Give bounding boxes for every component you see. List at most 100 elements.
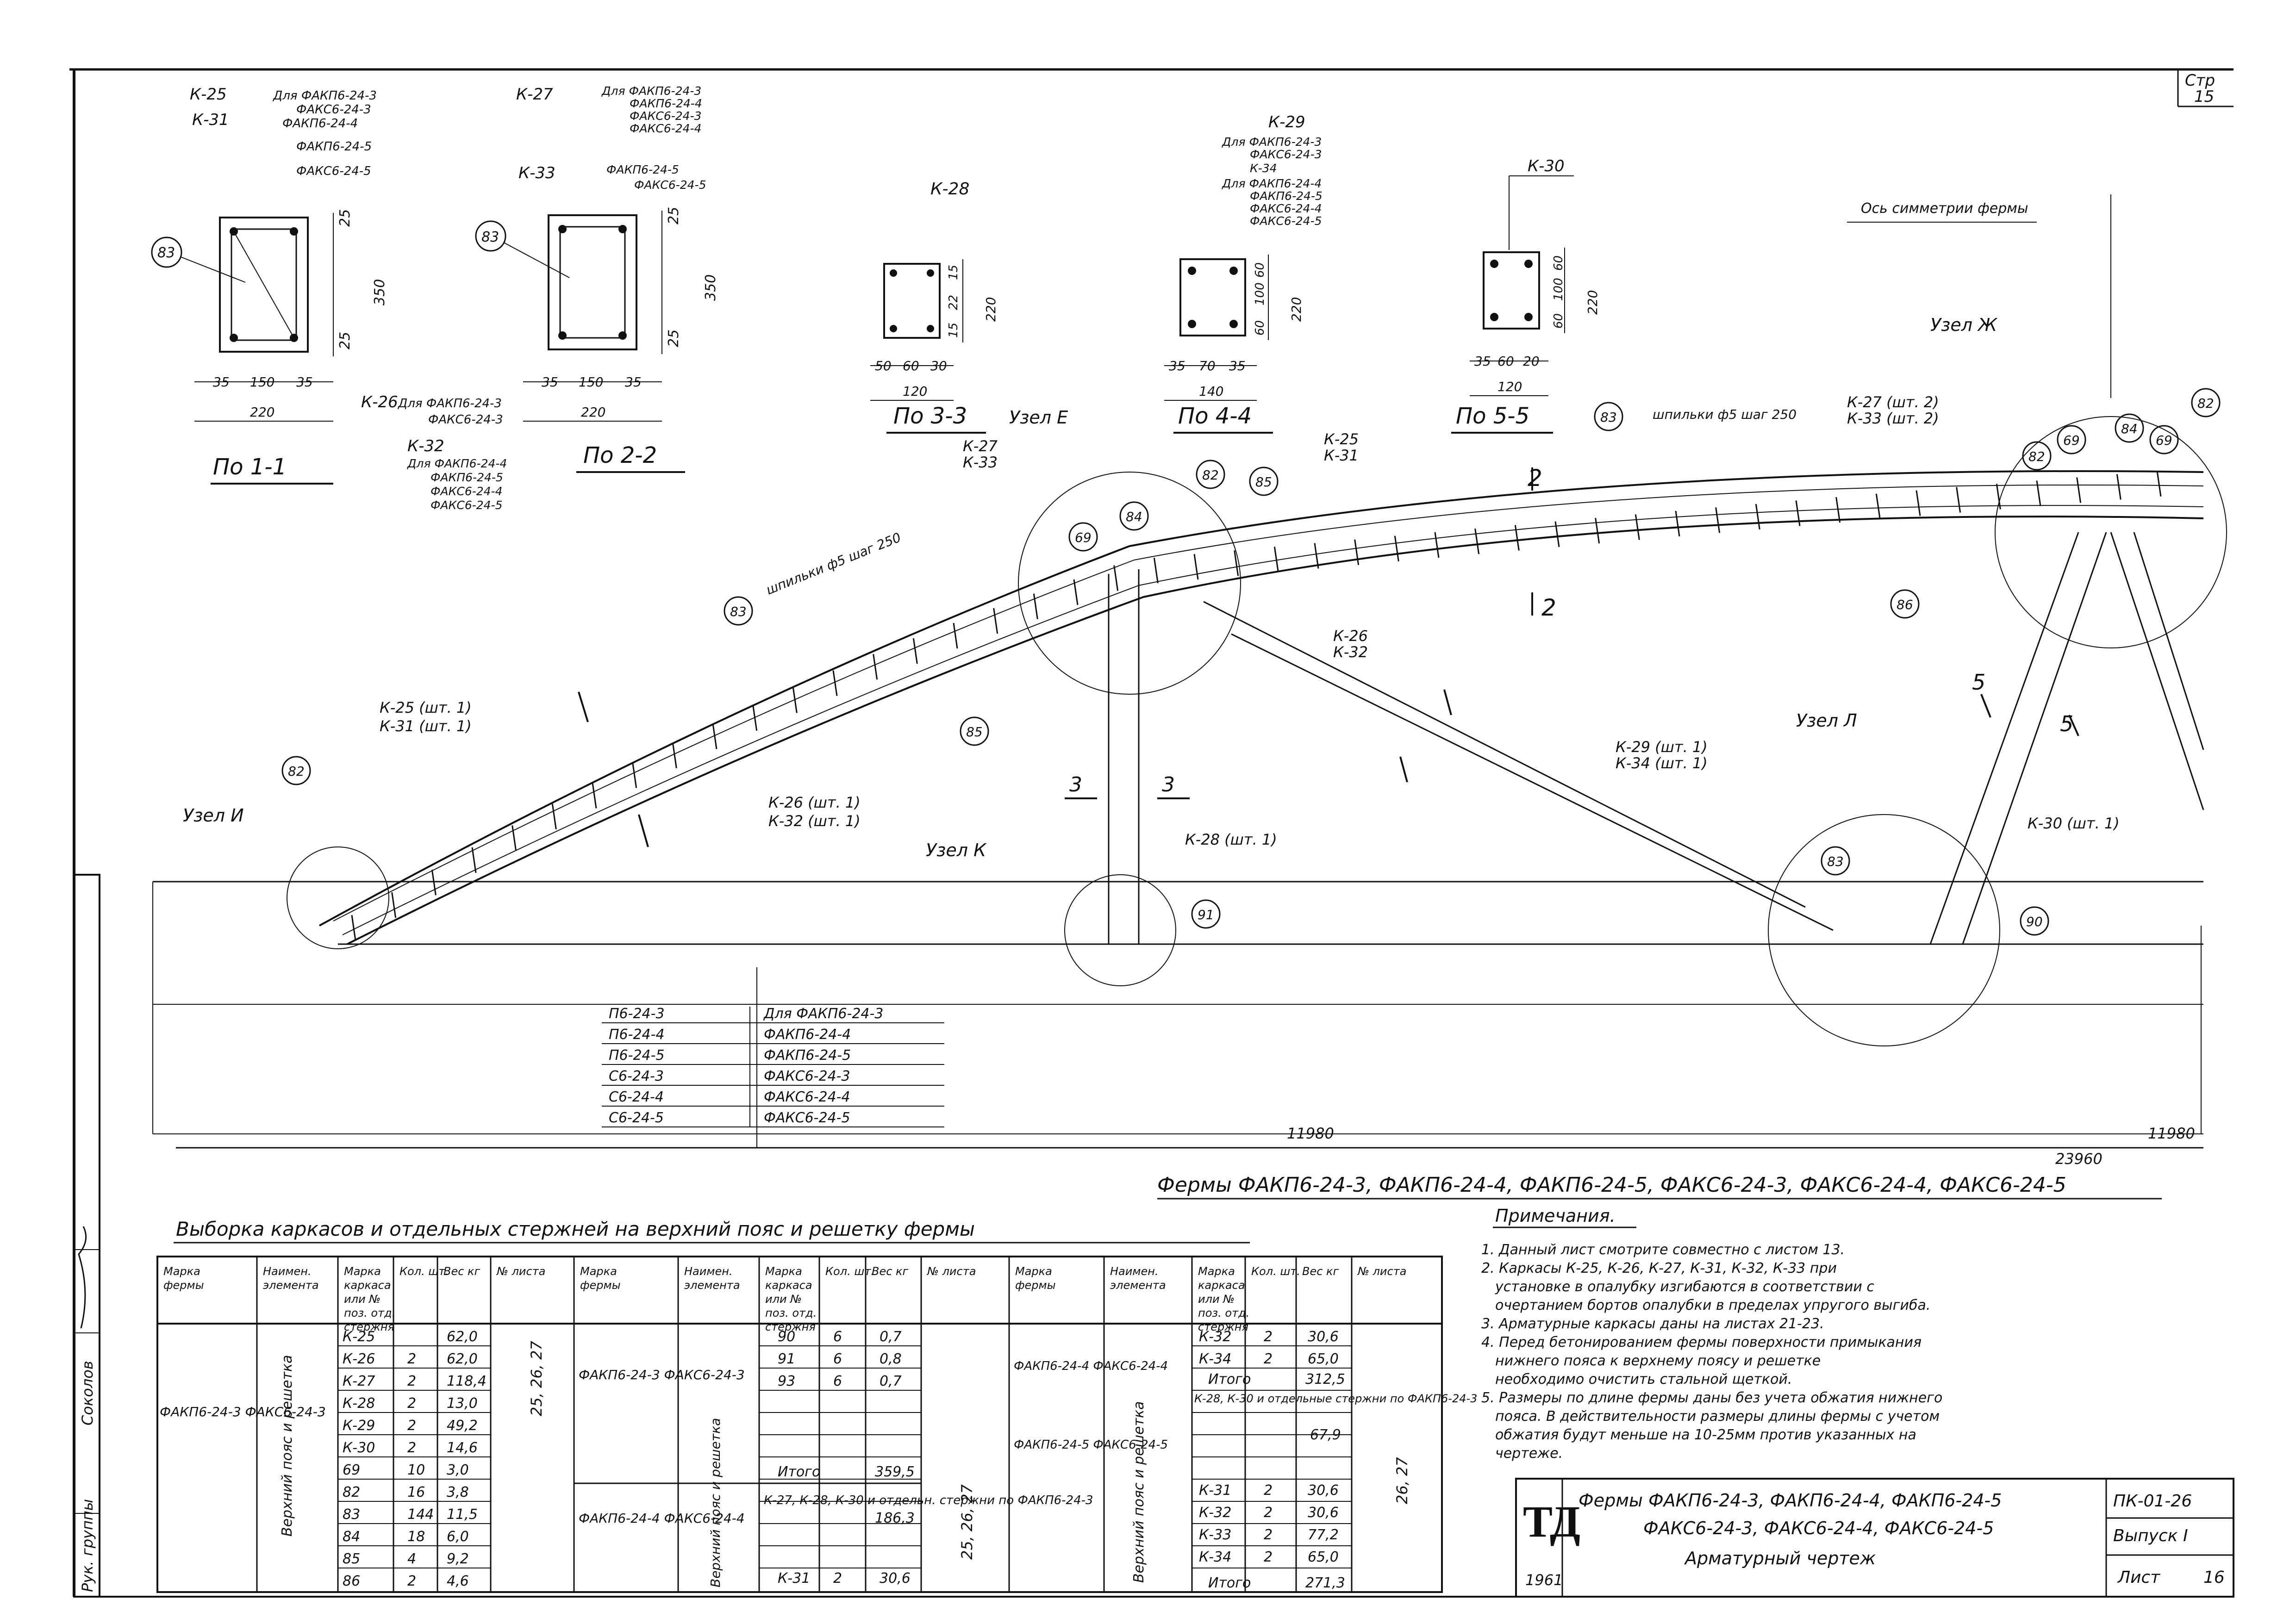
section-2-2-callout: 83 xyxy=(481,229,499,245)
label-k25: К-25 (шт. 1) xyxy=(380,699,472,716)
note-line: 1. Данный лист смотрите совместно с лист… xyxy=(1481,1242,1845,1258)
stamp-signature xyxy=(78,1226,87,1329)
table-header-cell: Кол. шт. xyxy=(825,1265,874,1278)
section-3-3-dim-4: 50 xyxy=(875,358,892,373)
rebar-rung xyxy=(471,847,477,873)
table-header-cell: Кол. шт. xyxy=(1251,1265,1300,1278)
section-2-2-dim-3: 35 xyxy=(542,374,558,390)
table-cell-truss: ФАКП6-24-4 ФАКС6-24-4 xyxy=(579,1511,745,1526)
table-header-cell: каркаса xyxy=(765,1279,812,1292)
note-line: необходимо очистить стальной щеткой. xyxy=(1495,1371,1792,1388)
table-cell-total-label: Итого xyxy=(1208,1575,1251,1591)
table-cell-mark: К-34 xyxy=(1199,1351,1231,1367)
section-5-5-dim-3: 220 xyxy=(1585,290,1600,315)
table-header-cell: Кол. шт. xyxy=(399,1265,449,1278)
label-k26-b: К-26 xyxy=(1333,627,1368,645)
table-cell-mark: К-31 xyxy=(778,1570,810,1587)
table-cell-mark: К-32 xyxy=(1199,1329,1231,1345)
cut-mark-2a: 2 xyxy=(1528,465,1542,492)
rebar-rung xyxy=(391,892,397,918)
rebar-rung xyxy=(1715,507,1721,533)
table-cell-mark: 85 xyxy=(343,1551,360,1567)
note-line: 3. Арматурные каркасы даны на листах 21-… xyxy=(1481,1316,1824,1332)
table-cell-total: 271,3 xyxy=(1305,1575,1345,1591)
table-cell-mark: 84 xyxy=(343,1529,360,1545)
section-5-5-dim-2: 60 xyxy=(1552,313,1566,329)
table-cell-weight: 30,6 xyxy=(880,1570,911,1587)
table-cell-weight: 3,0 xyxy=(447,1462,469,1478)
cut-mark-2b: 2 xyxy=(1541,594,1556,621)
rebar-rung xyxy=(1113,565,1119,591)
table-cell-total: 312,5 xyxy=(1305,1371,1345,1388)
table-cell-mark: К-26 xyxy=(343,1351,375,1367)
table-cell-weight: 0,7 xyxy=(880,1329,902,1345)
table-cell-weight: 67,9 xyxy=(1310,1427,1341,1443)
label-k33-2: К-33 (шт. 2) xyxy=(1847,410,1939,427)
page-number: 15 xyxy=(2194,87,2214,106)
rebar-rung xyxy=(1434,532,1440,558)
table-cell-text: К-28, К-30 и отдельные стержни по ФАКП6-… xyxy=(1194,1392,1477,1405)
rebar-rung xyxy=(672,742,677,769)
note-line: обжатия будут меньше на 10-25мм против у… xyxy=(1495,1427,1916,1443)
rebar-rung xyxy=(512,825,517,851)
table-cell-qty: 2 xyxy=(1264,1527,1273,1543)
label-k32-b: К-32 xyxy=(1333,643,1368,661)
callout-86: 86 xyxy=(1897,597,1913,612)
title-logo: ТД xyxy=(1523,1497,1580,1546)
rebar-rung xyxy=(1394,535,1399,562)
section-4-4-dim-0: 60 xyxy=(1253,262,1267,278)
table-header-cell: элемента xyxy=(1110,1279,1166,1292)
section-2-2-bottom-note-1: ФАКП6-24-5 xyxy=(430,471,503,484)
notes-block: Примечания. 1. Данный лист смотрите совм… xyxy=(1481,1206,1942,1462)
table-cell-sheet: 26, 27 xyxy=(1393,1457,1411,1504)
table-cell-element: Верхний пояс и решетка xyxy=(279,1355,295,1537)
note-line: 5. Размеры по длине фермы даны без учета… xyxy=(1481,1390,1942,1406)
section-5-5-dim-6: 20 xyxy=(1523,354,1540,369)
table-header-cell: Марка xyxy=(163,1265,200,1278)
section-5-5-dim-1: 100 xyxy=(1552,278,1566,301)
notes-title: Примечания. xyxy=(1495,1206,1616,1226)
legend-truss: Для ФАКП6-24-3 xyxy=(763,1006,883,1022)
cut-mark-3b: 3 xyxy=(1162,773,1175,796)
section-1-1-note-1: ФАКС6-24-3 xyxy=(296,103,371,117)
table-cell-truss: ФАКП6-24-5 ФАКС6-24-5 xyxy=(1014,1438,1168,1452)
section-3-3-dim-3: 220 xyxy=(983,297,998,322)
callout-69a: 69 xyxy=(1075,530,1092,545)
legend-truss: ФАКС6-24-4 xyxy=(764,1089,850,1105)
table-cell-mark: 69 xyxy=(343,1462,360,1478)
section-2-2-note-1: ФАКП6-24-4 xyxy=(630,97,702,110)
section-5-5-mark: К-30 xyxy=(1528,157,1565,175)
rebar-rung xyxy=(1193,554,1199,580)
label-k28: К-28 (шт. 1) xyxy=(1185,831,1277,848)
note-line: очертанием бортов опалубки в пределах уп… xyxy=(1495,1297,1930,1313)
section-3-3-dim-2: 15 xyxy=(947,323,961,338)
note-line: 2. Каркасы К-25, К-26, К-27, К-31, К-32,… xyxy=(1481,1260,1837,1276)
callout-83c: 83 xyxy=(1827,854,1844,869)
section-3-3-title: По 3-3 xyxy=(893,403,967,429)
table-cell-qty: 4 xyxy=(407,1551,416,1567)
rebar-rung xyxy=(1033,593,1038,619)
rebar-rung xyxy=(351,915,356,941)
section-1-1-dim-4: 150 xyxy=(250,374,275,390)
dim-total: 23960 xyxy=(2055,1150,2103,1168)
table-cell-qty: 2 xyxy=(1264,1549,1273,1565)
table-cell-weight: 9,2 xyxy=(447,1551,469,1567)
table-cell-weight: 3,8 xyxy=(447,1484,469,1500)
section-1-1-note-2: ФАКП6-24-4 xyxy=(282,117,358,131)
section-3-3-dim-6: 30 xyxy=(930,358,947,373)
section-1-1-title: По 1-1 xyxy=(213,454,287,480)
rebar-rung xyxy=(832,670,838,696)
table-cell-qty: 2 xyxy=(1264,1351,1273,1367)
callout-82a: 82 xyxy=(288,764,305,779)
legend-truss: ФАКП6-24-5 xyxy=(764,1047,851,1064)
title-code: ПК-01-26 xyxy=(2113,1492,2192,1511)
rebar-rung xyxy=(1795,500,1801,526)
label-k31: К-31 (шт. 1) xyxy=(380,717,472,735)
table-cell-sheet: 25, 26, 27 xyxy=(958,1484,976,1560)
callout-85a: 85 xyxy=(1255,474,1272,490)
title-issue: Выпуск I xyxy=(2113,1526,2188,1545)
callout-82c: 82 xyxy=(2028,449,2045,464)
legend-grade: С6-24-4 xyxy=(609,1089,664,1105)
section-2-2-note-2: ФАКС6-24-3 xyxy=(630,109,702,123)
